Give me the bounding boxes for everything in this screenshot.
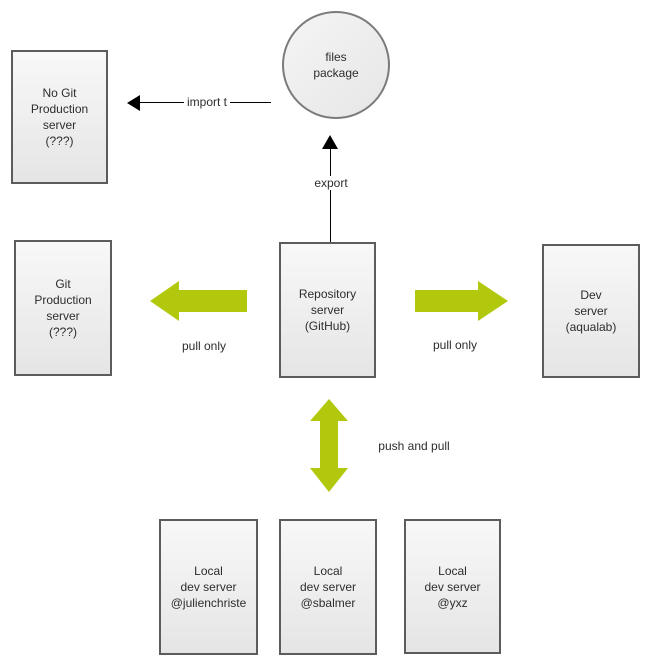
pull-left-arrowhead (150, 281, 179, 321)
push-pull-label: push and pull (375, 439, 453, 453)
import-arrowhead (127, 95, 140, 111)
node-local-dev-sbalmer: Local dev server @sbalmer (279, 519, 377, 655)
node-files-package-label: files package (313, 50, 359, 80)
node-no-git-production-server-label: No Git Production server (???) (30, 86, 89, 148)
node-local-dev-julienchriste-label: Local dev server @julienchriste (170, 564, 247, 610)
export-arrowhead (322, 135, 338, 149)
node-local-dev-yxz: Local dev server @yxz (404, 519, 501, 654)
node-local-dev-sbalmer-label: Local dev server @sbalmer (299, 564, 357, 610)
node-git-production-server: Git Production server (???) (14, 240, 112, 376)
pull-right-arrowhead (478, 281, 508, 321)
push-pull-arrowhead-bottom (310, 468, 348, 492)
node-git-production-server-label: Git Production server (???) (34, 277, 92, 339)
node-local-dev-yxz-label: Local dev server @yxz (424, 563, 481, 610)
import-label: import t (183, 95, 231, 109)
pull-left-arrow-body (178, 290, 247, 312)
node-local-dev-julienchriste: Local dev server @julienchriste (159, 519, 258, 655)
node-dev-server: Dev server (aqualab) (542, 244, 640, 378)
node-repository-server: Repository server (GitHub) (279, 242, 376, 378)
push-pull-arrow-body (320, 420, 338, 469)
node-repository-server-label: Repository server (GitHub) (298, 287, 357, 333)
pull-left-label: pull only (178, 339, 230, 353)
pull-right-arrow-body (415, 290, 481, 312)
push-pull-arrowhead-top (310, 399, 348, 421)
export-label: export (311, 176, 351, 190)
export-arrow-line (330, 149, 331, 242)
pull-right-label: pull only (429, 338, 481, 352)
node-dev-server-label: Dev server (aqualab) (565, 288, 617, 334)
node-files-package: files package (282, 11, 390, 119)
node-no-git-production-server: No Git Production server (???) (11, 50, 108, 184)
